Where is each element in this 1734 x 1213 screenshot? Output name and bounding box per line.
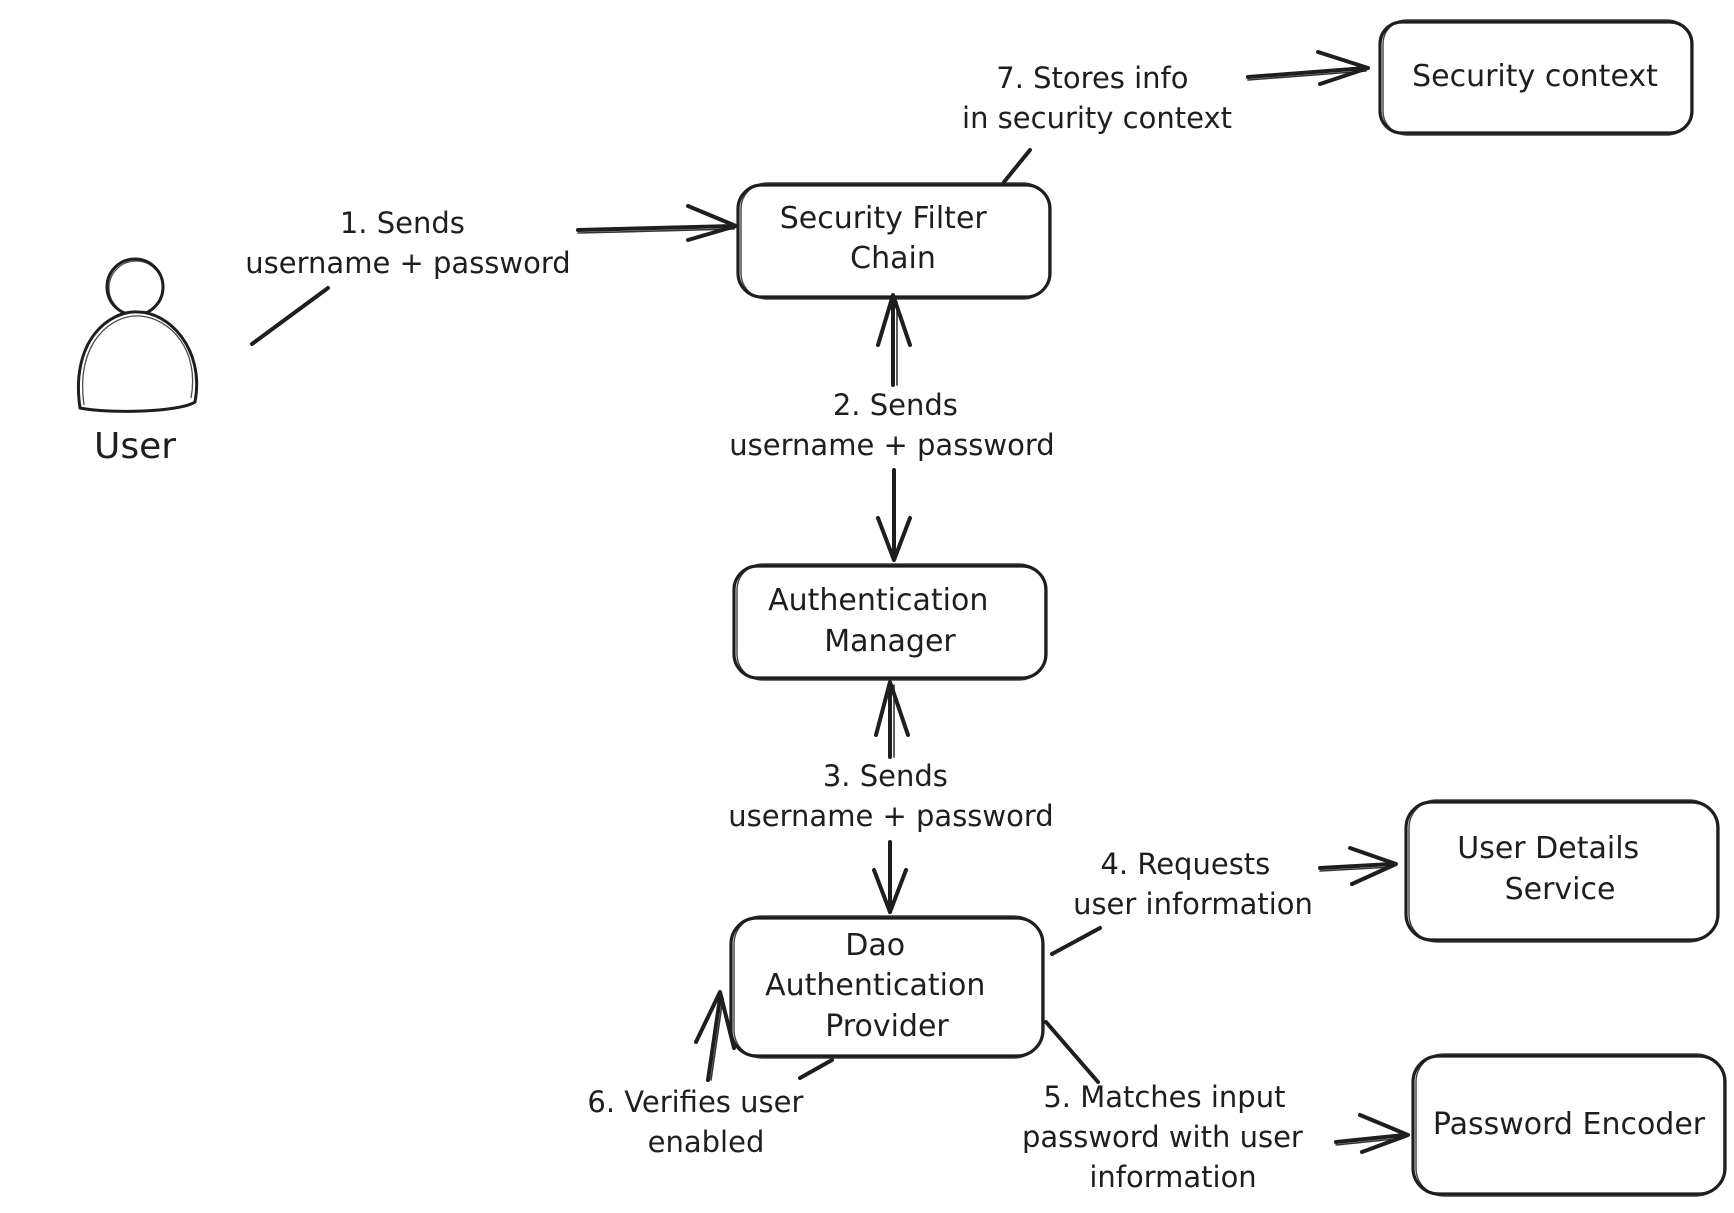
user-label: User [94, 426, 176, 467]
step-4-arrow [1050, 846, 1398, 956]
user-details-service-line-1: User Details [1457, 831, 1639, 866]
step-4-label-line-1: 4. Requests [1100, 847, 1270, 881]
step-7-label-line-2: in security context [962, 101, 1232, 135]
user-details-service-line-2: Service [1505, 872, 1616, 907]
step-5-label: 5. Matches input password with user info… [1022, 1080, 1312, 1194]
security-filter-chain-line-1: Security Filter [780, 201, 988, 236]
step-2-arrow [876, 293, 912, 562]
user-figure-icon [77, 257, 199, 413]
step-4-label-line-2: user information [1073, 887, 1313, 921]
step-1-arrow [250, 204, 738, 346]
step-4-label: 4. Requests user information [1073, 847, 1313, 921]
step-5-arrow [1044, 1020, 1410, 1154]
step-2-label-line-2: username + password [729, 428, 1054, 462]
authentication-manager-box: Authentication Manager [732, 563, 1048, 681]
step-6-label-line-1: 6. Verifies user [587, 1085, 803, 1119]
step-5-label-line-3: information [1089, 1160, 1256, 1194]
step-7-arrow [1002, 50, 1370, 184]
security-context-label: Security context [1412, 59, 1658, 94]
step-2-label-line-1: 2. Sends [833, 388, 958, 422]
step-5-label-line-1: 5. Matches input [1043, 1080, 1285, 1114]
authentication-manager-label: Authentication Manager [768, 583, 998, 659]
step-7-label: 7. Stores info in security context [962, 61, 1232, 135]
password-encoder-line-1: Password Encoder [1433, 1107, 1706, 1142]
user-details-service-label: User Details Service [1457, 831, 1648, 907]
user-actor: User [77, 257, 199, 467]
step-3-label: 3. Sends username + password [728, 759, 1053, 833]
step-6-label-line-2: enabled [648, 1125, 765, 1159]
step-1-label-line-1: 1. Sends [340, 206, 465, 240]
step-6-label: 6. Verifies user enabled [587, 1085, 812, 1159]
step-1-label-line-2: username + password [245, 246, 570, 280]
user-details-service-box: User Details Service [1404, 799, 1720, 943]
authentication-manager-line-1: Authentication [768, 583, 988, 618]
authentication-manager-line-2: Manager [824, 624, 956, 659]
step-6-arrow [694, 990, 834, 1082]
dao-authentication-provider-label: Dao Authentication Provider [765, 928, 995, 1044]
security-context-line-1: Security context [1412, 59, 1658, 94]
password-encoder-box: Password Encoder [1411, 1053, 1727, 1197]
step-1-label: 1. Sends username + password [245, 206, 570, 280]
step-2-label: 2. Sends username + password [729, 388, 1054, 462]
step-7-label-line-1: 7. Stores info [996, 61, 1188, 95]
dao-provider-line-3: Provider [825, 1009, 949, 1044]
security-filter-chain-box: Security Filter Chain [736, 182, 1052, 300]
security-context-box: Security context [1378, 19, 1694, 136]
step-5-label-line-2: password with user [1022, 1120, 1303, 1154]
dao-provider-line-2: Authentication [765, 968, 985, 1003]
step-3-arrow [872, 680, 910, 914]
step-3-label-line-1: 3. Sends [823, 759, 948, 793]
password-encoder-label: Password Encoder [1433, 1107, 1706, 1142]
step-3-label-line-2: username + password [728, 799, 1053, 833]
security-filter-chain-line-2: Chain [850, 241, 936, 276]
dao-authentication-provider-box: Dao Authentication Provider [729, 915, 1045, 1059]
security-filter-chain-label: Security Filter Chain [780, 201, 997, 276]
dao-provider-line-1: Dao [845, 928, 905, 963]
